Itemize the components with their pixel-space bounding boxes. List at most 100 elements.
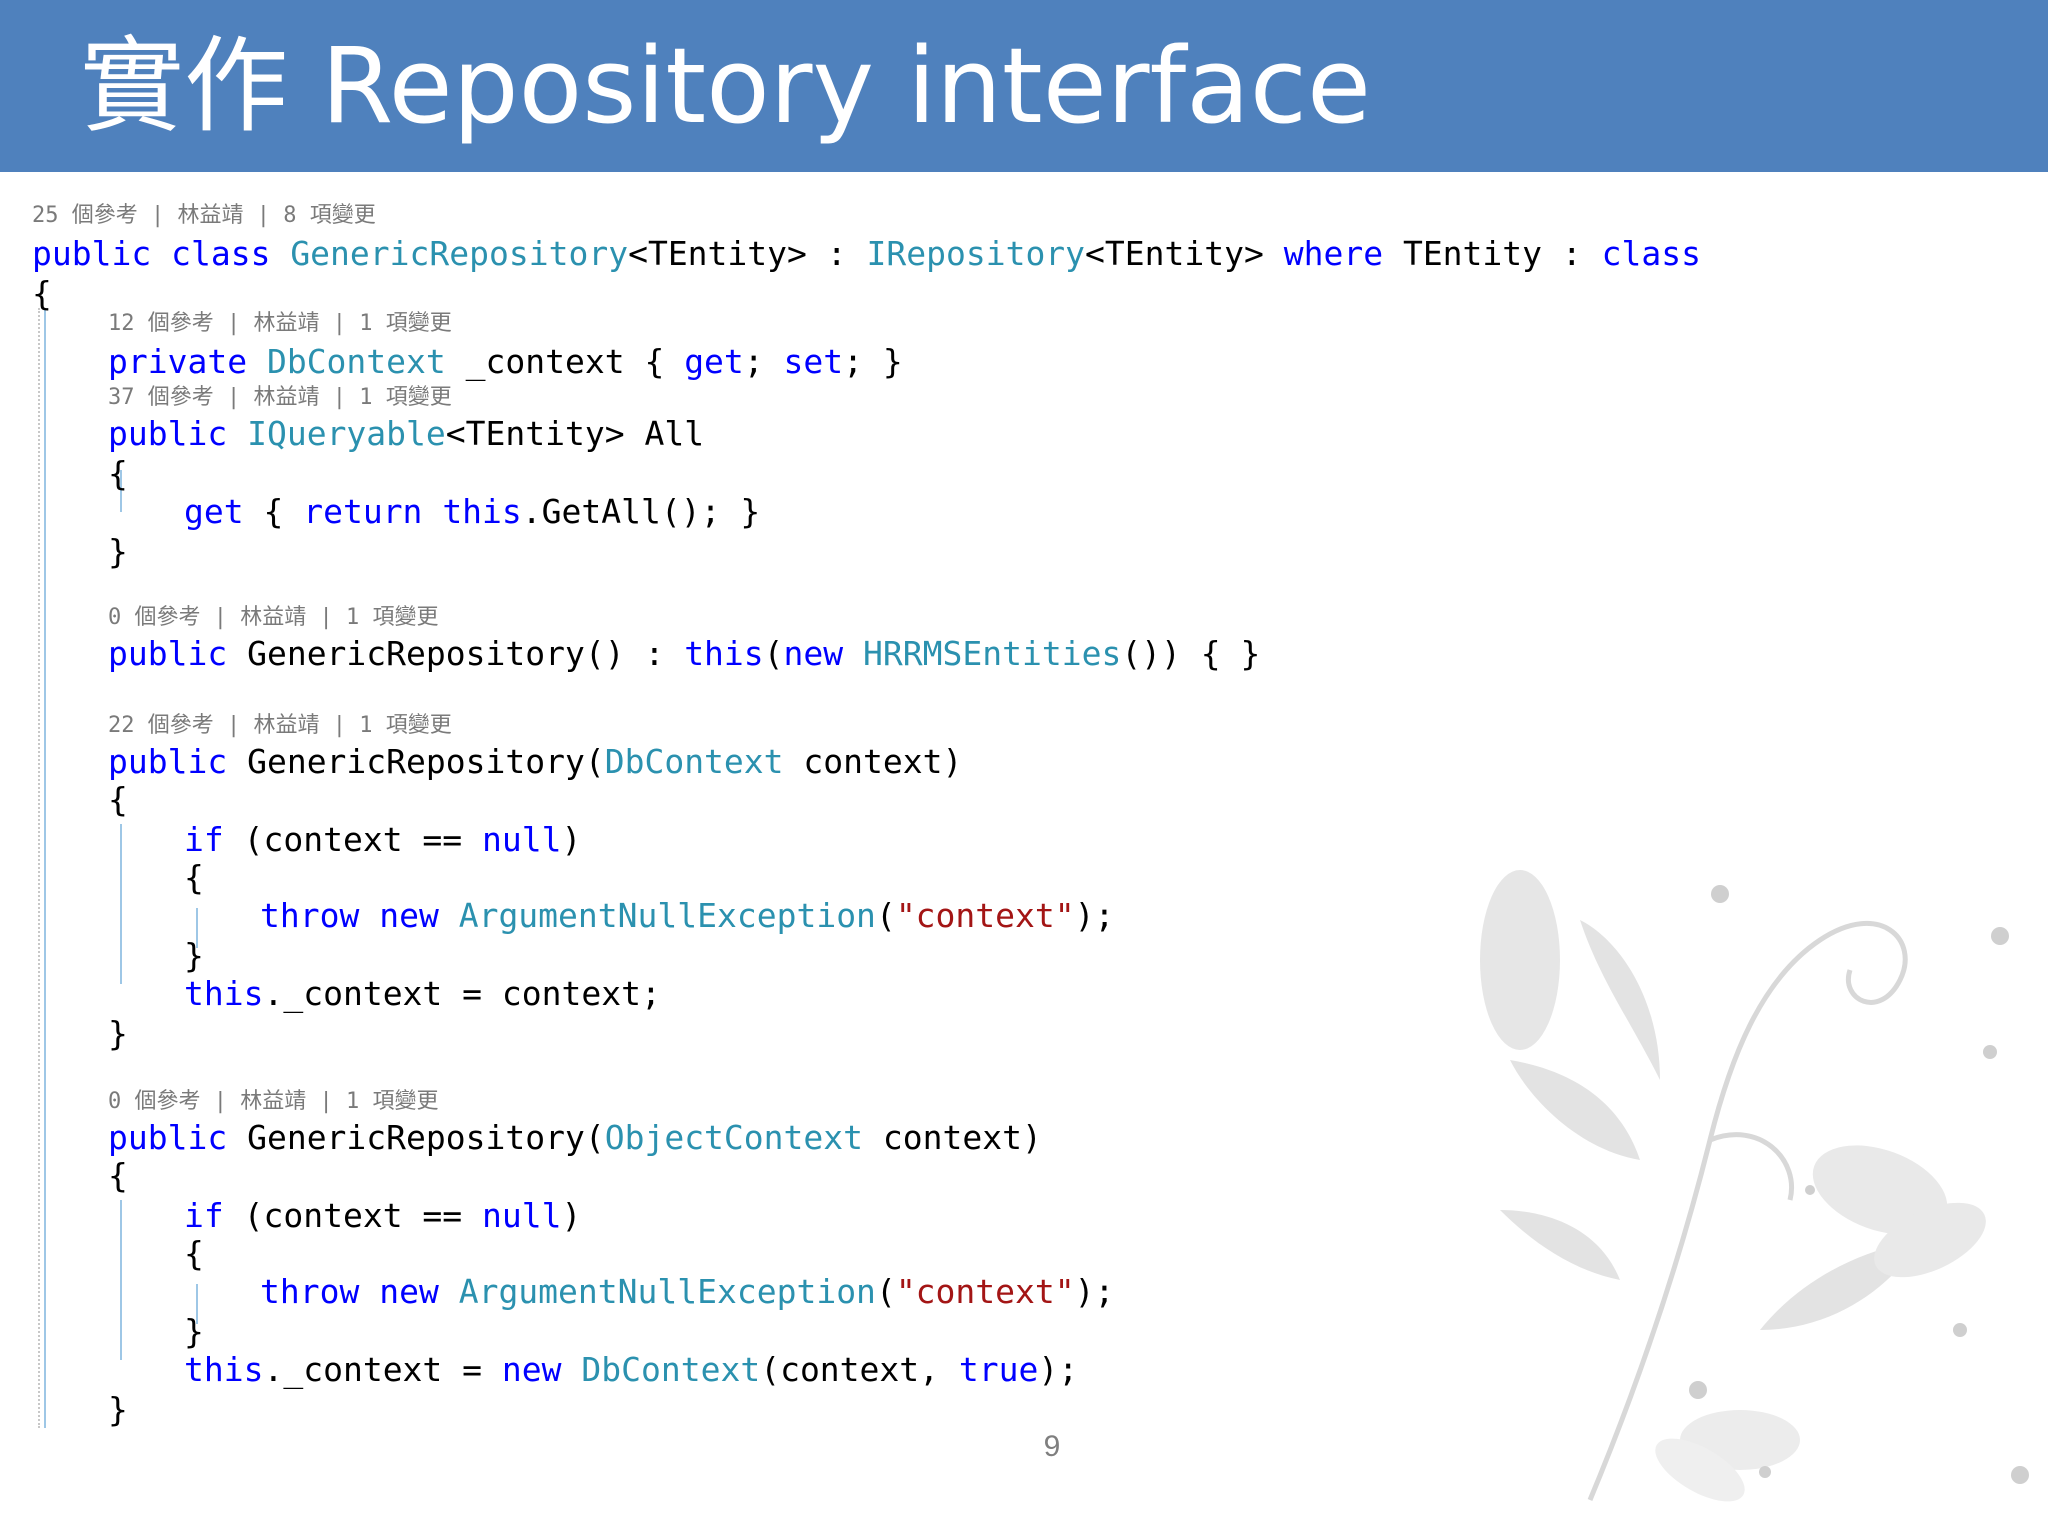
code-token: GenericRepository() : — [227, 634, 685, 673]
code-token: ); — [1074, 1272, 1115, 1311]
code-token: (context, — [760, 1350, 959, 1389]
code-token: public — [32, 234, 152, 273]
code-token: this — [184, 1350, 264, 1389]
code-token: public — [108, 1118, 228, 1157]
code-token: } — [108, 1390, 128, 1429]
code-token: this — [684, 634, 764, 673]
code-token: null — [482, 820, 562, 859]
code-token: } — [108, 532, 128, 571]
code-token — [843, 634, 863, 673]
code-token: IRepository — [866, 234, 1086, 273]
code-token — [562, 1350, 582, 1389]
code-token: new — [501, 1350, 562, 1389]
code-token — [151, 234, 171, 273]
code-line: } — [184, 936, 204, 976]
code-token: DbContext — [604, 742, 784, 781]
code-token: class — [1601, 234, 1701, 273]
floral-decoration — [1480, 870, 2029, 1502]
code-token: } — [184, 936, 204, 975]
code-token: GenericRepository( — [227, 742, 605, 781]
code-token: public — [108, 742, 228, 781]
code-token: _context { — [445, 342, 685, 381]
code-token: IQueryable — [247, 414, 446, 453]
codelens-annotation: 25 個參考 | 林益靖 | 8 項變更 — [32, 203, 376, 228]
code-line: { — [184, 858, 204, 898]
code-line: this._context = context; — [184, 974, 661, 1014]
code-token: { — [184, 1234, 204, 1273]
code-token — [247, 342, 267, 381]
code-token: GenericRepository — [290, 234, 629, 273]
code-token: GenericRepository( — [227, 1118, 605, 1157]
code-token: new — [379, 896, 439, 935]
code-line: get { return this.GetAll(); } — [184, 492, 760, 532]
code-line: public GenericRepository(ObjectContext c… — [108, 1118, 1042, 1158]
code-token — [359, 896, 379, 935]
code-token: } — [108, 1014, 128, 1053]
code-line: private DbContext _context { get; set; } — [108, 342, 903, 382]
code-line: } — [108, 1014, 128, 1054]
code-token: true — [958, 1350, 1039, 1389]
slide-title: 實作 Repository interface — [80, 25, 1371, 147]
code-token: if — [184, 820, 224, 859]
code-token: ) — [561, 820, 582, 859]
code-token: return — [303, 492, 423, 531]
code-token: ( — [875, 896, 896, 935]
code-line: { — [32, 274, 52, 314]
code-token — [270, 234, 290, 273]
codelens-annotation: 0 個參考 | 林益靖 | 1 項變更 — [108, 605, 439, 630]
code-token — [359, 1272, 379, 1311]
code-token: "context" — [895, 1272, 1075, 1311]
code-token: (context == — [223, 1196, 483, 1235]
code-token: { — [184, 858, 204, 897]
code-token: ._context = context; — [263, 974, 661, 1013]
code-line: public IQueryable<TEntity> All — [108, 414, 704, 454]
code-line: } — [108, 532, 128, 572]
indent-guide — [44, 308, 46, 1428]
code-token: .GetAll(); } — [521, 492, 761, 531]
code-token: ; } — [843, 342, 903, 381]
code-token: "context" — [895, 896, 1075, 935]
code-token: ( — [875, 1272, 896, 1311]
indent-guide — [120, 824, 122, 984]
code-token: } — [184, 1312, 204, 1351]
page-number: 9 — [1043, 1430, 1061, 1463]
code-line: { — [108, 454, 128, 494]
code-token — [439, 896, 459, 935]
code-line: public class GenericRepository<TEntity> … — [32, 234, 1701, 274]
indent-guide — [196, 1284, 198, 1324]
codelens-annotation: 22 個參考 | 林益靖 | 1 項變更 — [108, 713, 452, 738]
code-line: public GenericRepository() : this(new HR… — [108, 634, 1260, 674]
code-token: DbContext — [581, 1350, 761, 1389]
code-token: context) — [783, 742, 963, 781]
code-token: get — [184, 492, 244, 531]
code-token: ArgumentNullException — [458, 896, 876, 935]
code-token: ( — [763, 634, 784, 673]
code-token: if — [184, 1196, 224, 1235]
code-token: ObjectContext — [604, 1118, 863, 1157]
code-token — [422, 492, 442, 531]
code-token: ._context = — [263, 1350, 502, 1389]
code-line: if (context == null) — [184, 820, 581, 860]
code-token: class — [171, 234, 271, 273]
code-token: context) — [863, 1118, 1042, 1157]
codelens-annotation: 0 個參考 | 林益靖 | 1 項變更 — [108, 1089, 439, 1114]
code-token: ; — [743, 342, 784, 381]
code-line: throw new ArgumentNullException("context… — [260, 896, 1114, 936]
code-token: throw — [260, 1272, 360, 1311]
code-line: if (context == null) — [184, 1196, 581, 1236]
code-token: { — [108, 780, 128, 819]
code-token: { — [108, 1156, 128, 1195]
code-line: { — [108, 780, 128, 820]
code-token: null — [482, 1196, 562, 1235]
codelens-annotation: 12 個參考 | 林益靖 | 1 項變更 — [108, 311, 452, 336]
code-token: HRRMSEntities — [863, 634, 1122, 673]
codelens-annotation: 37 個參考 | 林益靖 | 1 項變更 — [108, 385, 452, 410]
code-token: new — [783, 634, 844, 673]
code-token: ArgumentNullException — [458, 1272, 876, 1311]
code-line: } — [108, 1390, 128, 1430]
code-block: 25 個參考 | 林益靖 | 8 項變更 12 個參考 | 林益靖 | 1 項變… — [0, 196, 1701, 1436]
code-token: ); — [1038, 1350, 1079, 1389]
code-line: public GenericRepository(DbContext conte… — [108, 742, 962, 782]
code-token: throw — [260, 896, 360, 935]
code-token: this — [442, 492, 522, 531]
